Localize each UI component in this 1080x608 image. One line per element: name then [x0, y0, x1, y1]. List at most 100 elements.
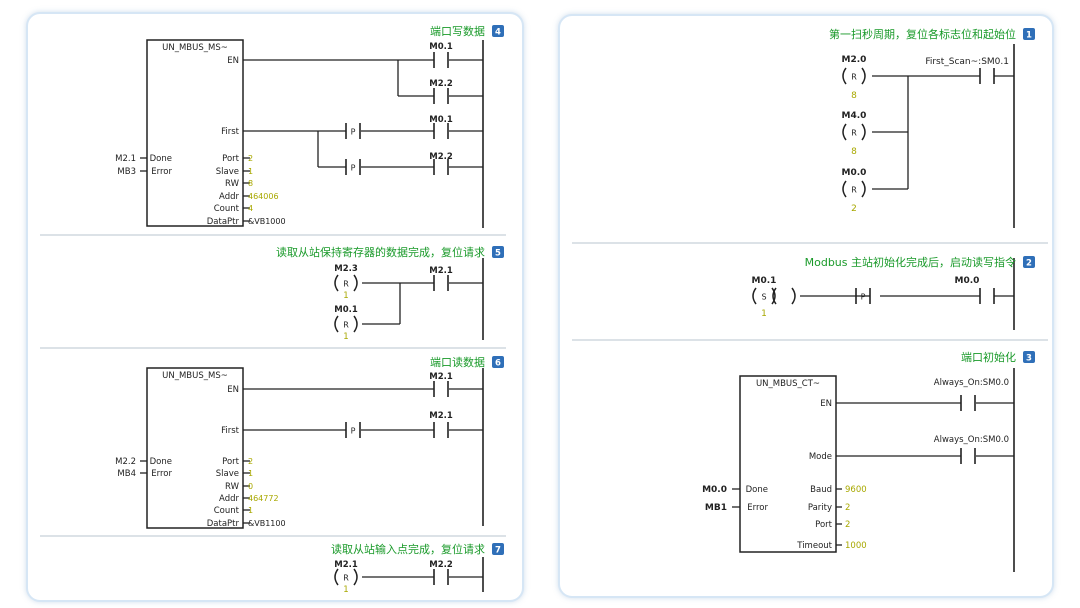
- contact-first-scan: [979, 68, 995, 84]
- contact-always-on-2: [960, 448, 976, 464]
- pin-value: 464772: [248, 494, 279, 503]
- contact-m21: [433, 275, 449, 291]
- pin-label: Baud: [810, 485, 832, 495]
- coil-arc-right: [353, 315, 358, 333]
- contact-label: M2.2: [429, 79, 453, 89]
- pin-label-out: Error: [151, 167, 172, 177]
- pin-label: DataPtr: [207, 217, 240, 227]
- pin-label-out: Error: [151, 469, 172, 479]
- pin-label: Port: [222, 457, 240, 467]
- coil-address-m01: M0.1: [752, 276, 777, 286]
- network-badge-2: [1023, 256, 1035, 268]
- function-block-ctrl: [739, 375, 837, 553]
- network-number: 2: [1026, 259, 1032, 269]
- left-panel: [26, 12, 524, 602]
- block-name-ctrl: UN_MBUS_CT~: [756, 379, 820, 389]
- pin-label-out: Done: [150, 457, 172, 467]
- coil-address: M0.1: [334, 305, 358, 315]
- coil-arc-left: [842, 180, 847, 198]
- coil-type: R: [343, 321, 349, 330]
- pin-label: Timeout: [796, 541, 832, 551]
- pin-label: EN: [820, 399, 832, 409]
- pin-value: 9600: [845, 485, 867, 495]
- pin-value-out: MB1: [705, 503, 727, 513]
- contact-label-m00: M0.0: [955, 276, 980, 286]
- pin-value: 0: [248, 482, 253, 491]
- contact-m01: [433, 123, 449, 139]
- pin-label: First: [221, 426, 240, 436]
- network-badge-6: [492, 356, 504, 368]
- coil-type: R: [851, 73, 857, 82]
- coil-reset: [334, 274, 358, 292]
- contact-label-always-on-2: Always_On:SM0.0: [934, 435, 1009, 445]
- coil-type: R: [343, 280, 349, 289]
- pin-label: EN: [227, 56, 239, 66]
- coil-count: 8: [851, 147, 857, 157]
- coil-reset: [334, 315, 358, 333]
- contact-label: M2.1: [429, 266, 453, 276]
- p-label: P: [861, 293, 866, 302]
- coil-arc-right: [791, 287, 796, 305]
- network-title-1: 第一扫秒周期，复位各标志位和起始位: [829, 27, 1016, 41]
- coil-arc-right: [861, 180, 866, 198]
- pin-label: Count: [214, 506, 240, 516]
- network-title-7: 读取从站输入点完成，复位请求: [331, 542, 485, 556]
- pin-value: 4: [248, 204, 253, 213]
- network-number: 3: [1026, 354, 1032, 364]
- pin-label: Port: [222, 154, 240, 164]
- pin-value: 1: [248, 167, 253, 176]
- block-name-read: UN_MBUS_MS~: [162, 371, 228, 381]
- coil-address: M4.0: [842, 111, 867, 121]
- pin-label: Port: [815, 520, 833, 530]
- contact-m00: [979, 288, 995, 304]
- network-badge-7: [492, 543, 504, 555]
- network-title-4: 端口写数据: [430, 24, 485, 38]
- pin-label: Addr: [219, 192, 239, 202]
- contact-m21: [433, 381, 449, 397]
- p-label: P: [351, 128, 356, 137]
- coil-arc-right: [861, 67, 866, 85]
- contact-m21: [433, 422, 449, 438]
- pin-label: EN: [227, 385, 239, 395]
- pin-value: 1: [248, 469, 253, 478]
- network-title-3: 端口初始化: [961, 350, 1016, 364]
- pin-value-out: M2.1: [115, 154, 136, 164]
- pin-label: DataPtr: [207, 519, 240, 529]
- coil-address: M2.0: [842, 55, 867, 65]
- pin-value: 1000: [845, 541, 867, 551]
- pin-label-out: Done: [150, 154, 172, 164]
- pin-value: &VB1100: [248, 519, 286, 528]
- coil-type: R: [851, 186, 857, 195]
- coil-count: 1: [343, 332, 348, 342]
- pin-value-out: M2.2: [115, 457, 136, 467]
- network-title-5: 读取从站保持寄存器的数据完成，复位请求: [276, 245, 485, 259]
- network-badge-5: [492, 246, 504, 258]
- pin-label: Parity: [808, 503, 832, 513]
- coil-arc-right: [861, 123, 866, 141]
- network-number: 4: [495, 28, 501, 38]
- coil-arc-left: [842, 67, 847, 85]
- coil-count: 2: [851, 204, 857, 214]
- coil-count: 1: [343, 585, 348, 595]
- pin-label: Count: [214, 204, 240, 214]
- pin-value-out: M0.0: [702, 485, 727, 495]
- pin-value-out: MB3: [117, 167, 136, 177]
- p-label: P: [351, 164, 356, 173]
- coil-count: 1: [761, 309, 767, 319]
- contact-label: M2.2: [429, 560, 453, 570]
- coil-reset: [842, 123, 866, 141]
- contact-label: M2.1: [429, 411, 453, 421]
- contact-label: M0.1: [429, 115, 453, 125]
- pin-value-out: MB4: [117, 469, 136, 479]
- pin-label: First: [221, 127, 240, 137]
- coil-arc-left: [842, 123, 847, 141]
- pin-value: 464006: [248, 192, 279, 201]
- contact-label: M2.2: [429, 152, 453, 162]
- coil-arc-right: [771, 287, 776, 305]
- function-block-read: [146, 367, 244, 529]
- block-name-write: UN_MBUS_MS~: [162, 43, 228, 53]
- pin-value: 2: [248, 154, 253, 163]
- contact-label: M2.1: [429, 372, 453, 382]
- coil-arc-left: [334, 568, 339, 586]
